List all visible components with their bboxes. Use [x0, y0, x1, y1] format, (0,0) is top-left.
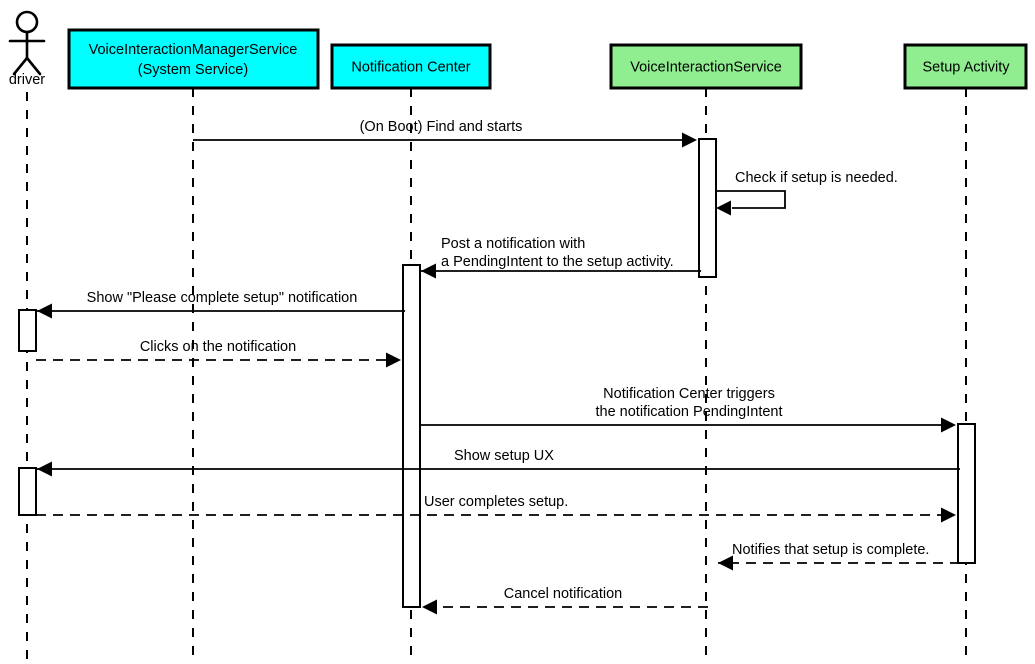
participant-notification_center[interactable]: Notification Center [330, 43, 492, 90]
actor-label-driver: driver [9, 72, 45, 88]
message-msg-5: Clicks on the notification [36, 339, 401, 368]
participant-box-vims[interactable] [67, 28, 320, 90]
participant-vis[interactable]: VoiceInteractionService [609, 43, 803, 90]
activations-layer [18, 138, 976, 608]
message-label-msg-5: Clicks on the notification [140, 339, 296, 355]
actor-leg-right-icon [25, 56, 42, 76]
message-msg-2: Check if setup is needed. [716, 170, 898, 216]
arrowhead-left-icon [421, 263, 436, 279]
message-label-msg-8: User completes setup. [424, 494, 568, 510]
activation-bar-driver [18, 309, 37, 352]
arrowhead-left-icon [716, 200, 731, 216]
message-label-msg-4: Show "Please complete setup" notificatio… [87, 290, 358, 306]
message-msg-8: User completes setup. [36, 494, 956, 523]
arrowhead-left-icon [37, 461, 52, 477]
message-label-msg-2: Check if setup is needed. [735, 170, 898, 186]
message-msg-6: Notification Center triggers the notifica… [420, 386, 956, 433]
message-label-msg-6-line2: the notification PendingIntent [595, 404, 782, 420]
arrowhead-right-icon [682, 132, 697, 148]
arrowhead-right-icon [941, 507, 956, 523]
actor-leg-left-icon [12, 56, 29, 76]
message-msg-4: Show "Please complete setup" notificatio… [37, 290, 405, 319]
participants-layer: driver VoiceInteractionManagerService (Sys… [8, 10, 1028, 90]
arrowhead-right-icon [386, 352, 401, 368]
message-label-msg-3-line1: Post a notification with [441, 236, 585, 252]
actor-head-icon [15, 10, 39, 34]
participant-label-vims-line2: (System Service) [138, 62, 248, 78]
participant-label-notification_center: Notification Center [351, 59, 470, 75]
message-label-msg-10: Cancel notification [504, 586, 623, 602]
arrowhead-right-icon [941, 417, 956, 433]
arrowhead-left-icon [422, 599, 437, 615]
message-label-msg-7: Show setup UX [454, 448, 554, 464]
message-label-msg-6-line1: Notification Center triggers [603, 386, 775, 402]
activation-bar-driver [18, 467, 37, 516]
participant-label-vims-line1: VoiceInteractionManagerService [89, 42, 298, 58]
message-msg-9: Notifies that setup is complete. [718, 542, 960, 571]
participant-vims[interactable]: VoiceInteractionManagerService (System Se… [67, 28, 320, 90]
participant-box-vis[interactable] [609, 43, 803, 90]
actor-driver: driver [8, 10, 46, 88]
participant-setup_activity[interactable]: Setup Activity [903, 43, 1028, 90]
activation-bar-setup_activity [957, 423, 976, 564]
participant-box-notification_center[interactable] [330, 43, 492, 90]
message-msg-3: Post a notification with a PendingIntent … [421, 236, 701, 279]
activation-bar-notification_center [402, 264, 421, 608]
message-label-msg-9: Notifies that setup is complete. [732, 542, 929, 558]
message-label-msg-3-line2: a PendingIntent to the setup activity. [441, 254, 674, 270]
arrowhead-left-icon [718, 555, 733, 571]
message-msg-1: (On Boot) Find and starts [193, 119, 697, 148]
message-msg-10: Cancel notification [422, 586, 708, 615]
arrowhead-left-icon [37, 303, 52, 319]
participant-label-vis: VoiceInteractionService [630, 59, 782, 75]
participant-label-setup_activity: Setup Activity [922, 59, 1010, 75]
message-line-msg-2 [716, 190, 786, 209]
message-label-msg-1: (On Boot) Find and starts [360, 119, 523, 135]
message-msg-7: Show setup UX [37, 448, 960, 477]
participant-box-setup_activity[interactable] [903, 43, 1028, 90]
activation-bar-vis [698, 138, 717, 278]
